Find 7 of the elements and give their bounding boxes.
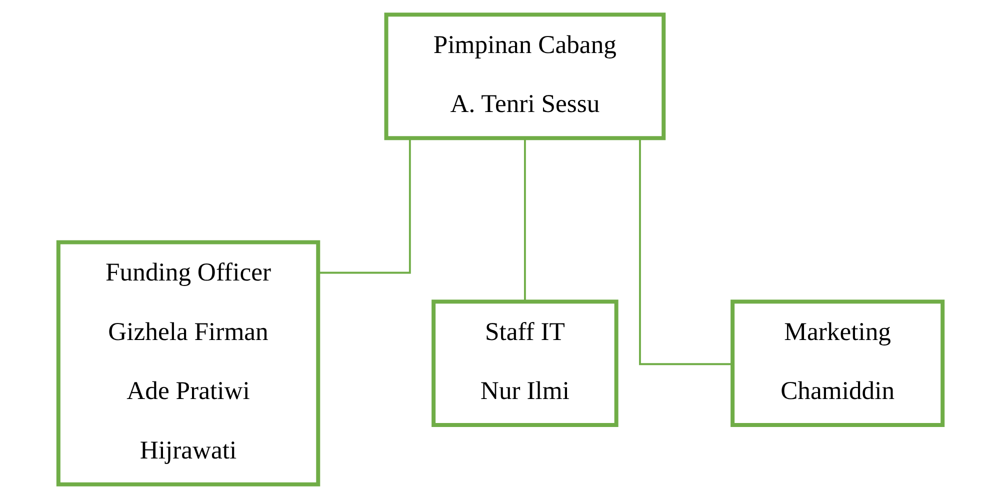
connector xyxy=(523,138,526,302)
node-box: Pimpinan Cabang A. Tenri Sessu xyxy=(384,12,666,140)
node-box: Staff IT Nur Ilmi xyxy=(431,300,618,428)
node-box: Funding Officer Gizhela Firman Ade Pratiwi Hijrawati xyxy=(56,240,320,486)
connector xyxy=(638,138,732,366)
connector xyxy=(318,138,410,274)
node-box: Marketing Chamiddin xyxy=(730,300,944,428)
